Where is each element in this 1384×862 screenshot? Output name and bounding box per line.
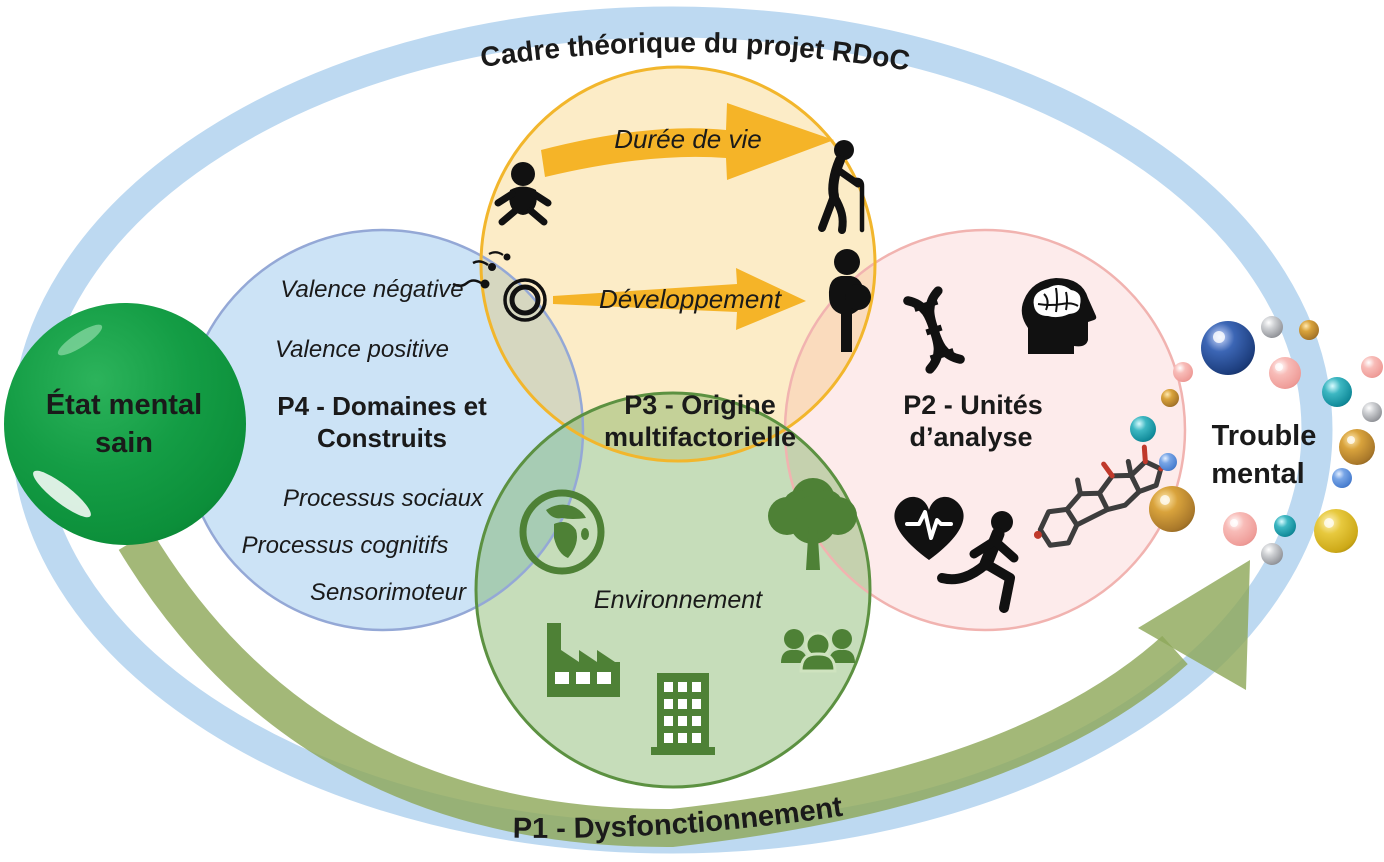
sphere (1149, 486, 1195, 532)
sphere (1159, 453, 1177, 471)
factory-icon (547, 623, 620, 697)
development-arrow-label: Développement (599, 284, 783, 314)
healthy-state-line2: sain (95, 427, 153, 459)
sphere (1362, 402, 1382, 422)
p2-title-line1: P2 - Unités (903, 390, 1043, 420)
p4-title-line2: Construits (317, 423, 447, 453)
p1-dysfunction-arrow (118, 530, 1250, 848)
lifespan-arrow (541, 103, 834, 180)
pregnant-woman-icon (828, 249, 871, 352)
baby-icon (494, 162, 552, 226)
elderly-person-icon (818, 140, 865, 234)
development-arrow (553, 268, 806, 330)
disorder-spheres (1130, 316, 1383, 565)
sphere (1361, 356, 1383, 378)
people-group-icon (781, 629, 855, 673)
sphere (1261, 543, 1283, 565)
fertilization-icon (452, 251, 547, 322)
sphere (1130, 416, 1156, 442)
sphere (1269, 357, 1301, 389)
tree-icon (768, 478, 857, 570)
p4-circle (183, 230, 583, 630)
sphere (1314, 509, 1358, 553)
environment-circle-border (474, 391, 872, 789)
sphere (1173, 362, 1193, 382)
sphere (1274, 515, 1296, 537)
p3-circle-border (479, 65, 877, 463)
sphere (1299, 320, 1319, 340)
p3-title-line1: P3 - Origine (624, 390, 776, 420)
p4-title-line1: P4 - Domaines et (277, 391, 487, 421)
dna-icon (903, 286, 965, 374)
trouble-mental-line1: Trouble (1212, 420, 1317, 452)
p4-processus-sociaux: Processus sociaux (283, 485, 484, 512)
lifespan-arrow-label: Durée de vie (614, 124, 761, 154)
p3-title-line2: multifactorielle (604, 422, 796, 452)
sphere (1223, 512, 1257, 546)
sphere (1201, 321, 1255, 375)
p4-valence-negative: Valence négative (280, 276, 463, 303)
sphere (1322, 377, 1352, 407)
healthy-state-sphere: État mental sain (4, 303, 246, 545)
sphere (1261, 316, 1283, 338)
p2-title-line2: d’analyse (909, 422, 1032, 452)
trouble-mental-line2: mental (1211, 458, 1304, 490)
globe-icon (519, 489, 605, 575)
sphere (1332, 468, 1352, 488)
environment-label: Environnement (594, 586, 763, 614)
building-icon (651, 673, 715, 755)
runner-icon (937, 511, 1019, 613)
heart-pulse-icon (894, 496, 964, 560)
p4-valence-positive: Valence positive (275, 336, 449, 363)
head-brain-icon (1021, 278, 1097, 354)
healthy-state-line1: État mental (46, 387, 202, 421)
sphere (1161, 389, 1179, 407)
sphere (1339, 429, 1375, 465)
p4-processus-cognitifs: Processus cognitifs (242, 532, 449, 559)
p4-sensorimoteur: Sensorimoteur (310, 579, 467, 606)
